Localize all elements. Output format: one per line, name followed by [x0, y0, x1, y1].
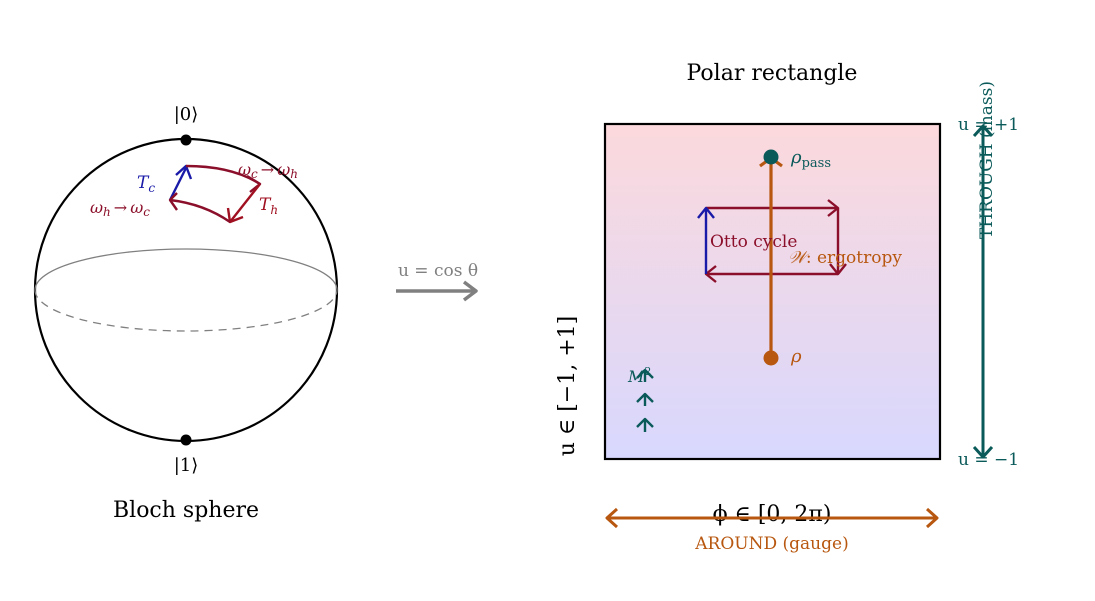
tc-stroke [168, 167, 188, 201]
ket-one-label: |1⟩ [174, 455, 199, 476]
phi-axis-label: ϕ ∈ [0, 2π) [713, 502, 832, 527]
th-stroke [229, 183, 261, 223]
bloch-title: Bloch sphere [113, 498, 259, 523]
tc-label: Tc [137, 173, 155, 195]
map-arrowhead [462, 280, 478, 302]
m2-label: M2 [627, 365, 651, 386]
polar-rectangle: Polar rectangle ρpass ρ Otto cycle 𝒲: er… [555, 61, 1019, 554]
u-axis-label: u ∈ [−1, +1] [555, 316, 580, 456]
sphere-outline [33, 137, 339, 443]
rho-pass-label: ρpass [790, 147, 831, 171]
sphere-otto-cycle [168, 164, 262, 224]
otto-cycle-label: Otto cycle [710, 232, 797, 252]
omega-hc-arc [169, 198, 231, 223]
th-label: Th [259, 195, 278, 217]
rho-label: ρ [790, 346, 802, 367]
bloch-sphere: |0⟩ |1⟩ Bloch sphere Tc Th ωc→ωh ωh→ωc [33, 104, 339, 523]
equator-back [34, 248, 338, 291]
through-top-head [972, 124, 994, 138]
around-left-head [605, 507, 619, 529]
mapping-arrow: u = cos θ [396, 261, 478, 302]
around-right-head [925, 507, 939, 529]
otto-left-arrowhead [697, 206, 715, 219]
through-arrow [972, 124, 994, 459]
through-label: THROUGH (mass) [977, 81, 997, 239]
around-arrow [605, 507, 939, 529]
map-label: u = cos θ [398, 261, 478, 281]
u-bottom-label: u = −1 [958, 450, 1019, 470]
ket-zero-label: |0⟩ [174, 104, 199, 125]
equator-front [34, 289, 338, 332]
rect-title: Polar rectangle [687, 61, 858, 86]
through-bottom-head [972, 445, 994, 459]
omega-c-to-h-label: ωc→ωh [238, 160, 298, 181]
rho-pass-dot [763, 149, 779, 165]
u-top-label: u = +1 [958, 115, 1019, 135]
rho-dot [763, 350, 779, 366]
north-pole-dot [180, 134, 192, 146]
around-label: AROUND (gauge) [694, 534, 848, 554]
south-pole-dot [180, 434, 192, 446]
ergotropy-label: 𝒲: ergotropy [788, 248, 902, 268]
omega-hc-arrowhead [168, 192, 178, 211]
m2-chevrons [636, 368, 654, 432]
omega-h-to-c-label: ωh→ωc [90, 198, 150, 219]
